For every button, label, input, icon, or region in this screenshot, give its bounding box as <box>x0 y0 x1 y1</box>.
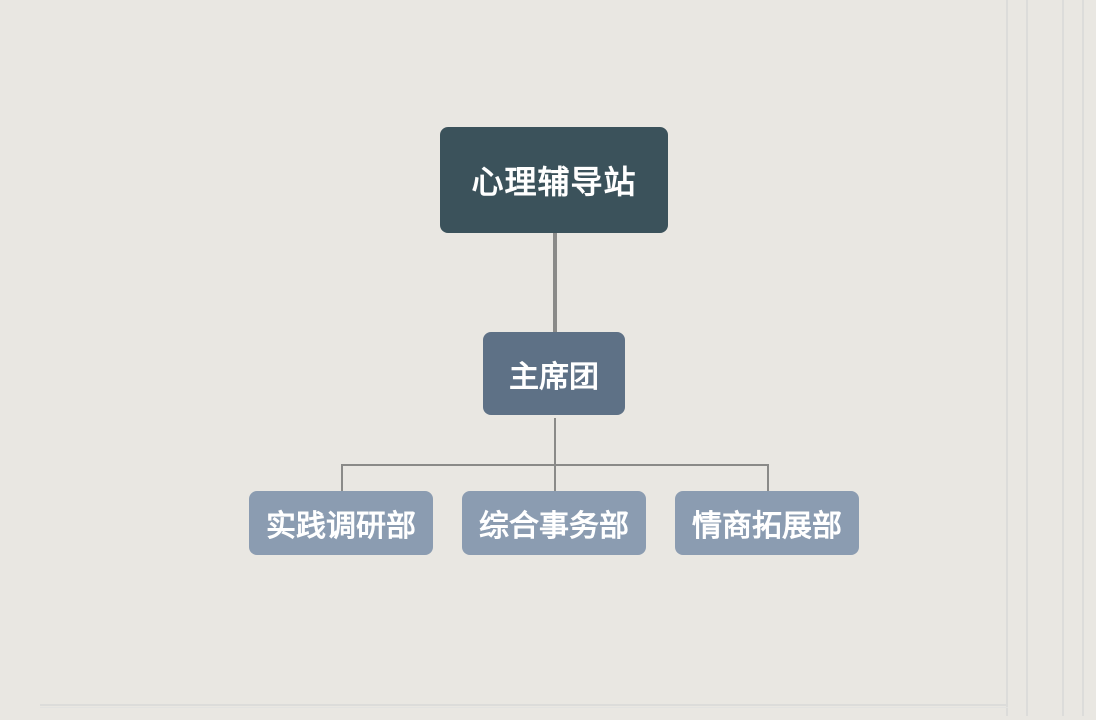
connector-level2-to-departments <box>554 418 556 491</box>
decorative-rule <box>1082 0 1084 716</box>
org-node-department: 实践调研部 <box>249 491 433 555</box>
org-node-department-label: 情商拓展部 <box>692 509 842 544</box>
decorative-rule <box>1062 0 1064 716</box>
org-node-department-label: 综合事务部 <box>479 509 629 544</box>
org-node-root: 心理辅导站 <box>440 127 668 233</box>
org-node-department: 情商拓展部 <box>675 491 859 555</box>
org-node-root-label: 心理辅导站 <box>471 163 637 201</box>
connector-root-to-level2 <box>553 233 557 332</box>
org-node-level2-label: 主席团 <box>509 359 599 395</box>
org-node-level2: 主席团 <box>483 332 625 415</box>
connector-to-department-3 <box>767 464 769 491</box>
org-node-department-label: 实践调研部 <box>266 509 416 544</box>
connector-department-bus <box>341 464 769 466</box>
org-node-department: 综合事务部 <box>462 491 646 555</box>
decorative-rule <box>40 704 1008 706</box>
connector-to-department-1 <box>341 464 343 491</box>
decorative-rule <box>1026 0 1028 716</box>
decorative-rule <box>40 707 1008 708</box>
decorative-rule <box>1006 0 1008 716</box>
